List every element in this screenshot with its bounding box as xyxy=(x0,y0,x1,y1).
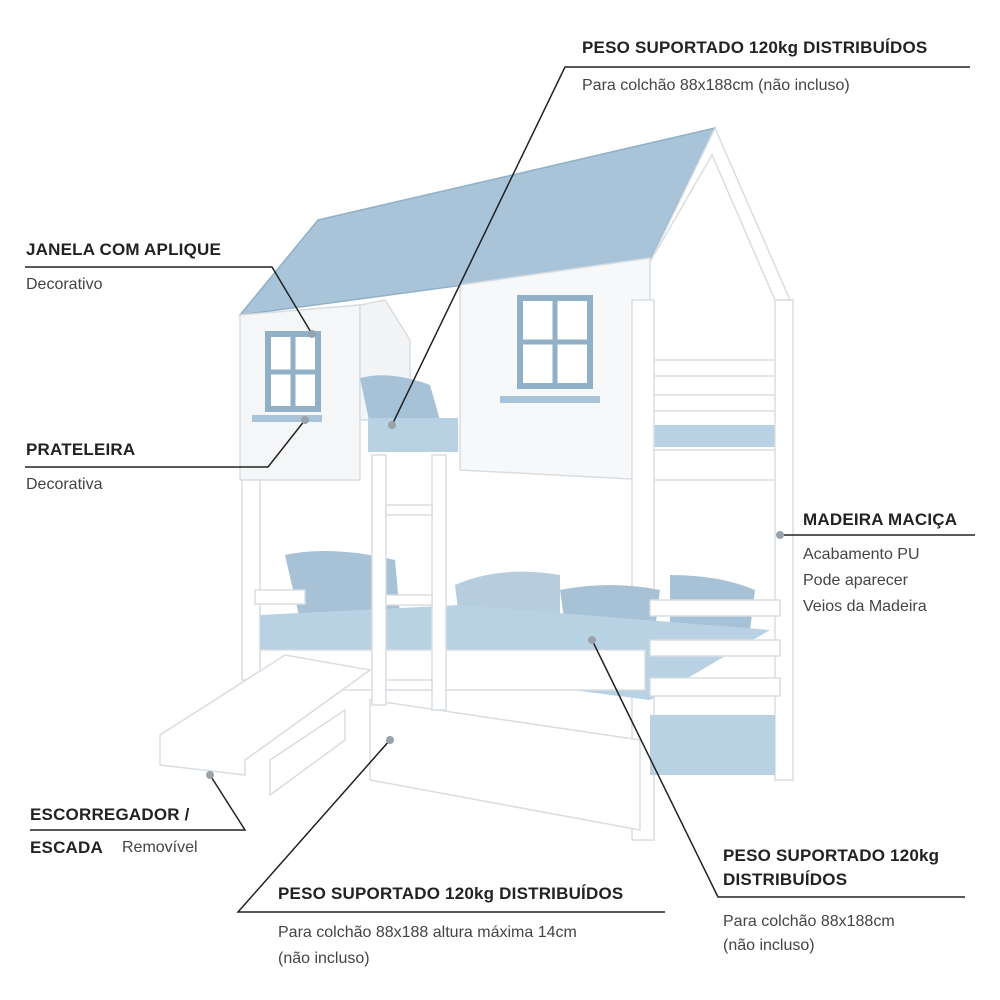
upper-rail-1 xyxy=(649,359,786,377)
trundle-weight-title: PESO SUPORTADO 120kg DISTRIBUÍDOS xyxy=(278,884,624,903)
lower-rail-3 xyxy=(649,677,781,697)
slide xyxy=(159,654,372,776)
escorregador-title: ESCORREGADOR / xyxy=(30,805,190,824)
post-back-right xyxy=(774,299,794,781)
upper-mattress-right xyxy=(650,425,780,447)
roof-gable-frame xyxy=(649,126,792,301)
post-front-right xyxy=(631,299,655,841)
lower-rail-1 xyxy=(649,599,781,617)
madeira-sub2: Pode aparecer xyxy=(803,572,908,589)
upper-pillow xyxy=(360,375,440,425)
prateleira-sub: Decorativa xyxy=(26,476,103,493)
escada-sub: Removível xyxy=(122,839,198,856)
leader-dots xyxy=(206,330,784,779)
lower-bed-weight-title2: DISTRIBUÍDOS xyxy=(723,870,848,889)
upper-base xyxy=(639,449,786,481)
escada-title: ESCADA xyxy=(30,838,103,857)
janela-title: JANELA COM APLIQUE xyxy=(26,240,222,259)
top-weight-title: PESO SUPORTADO 120kg DISTRIBUÍDOS xyxy=(582,38,928,57)
ladder-right-rail xyxy=(431,454,447,711)
bed-frame xyxy=(159,126,794,841)
upper-rail-2 xyxy=(649,394,786,412)
lower-bed-weight-title1: PESO SUPORTADO 120kg xyxy=(723,846,940,865)
lower-rail-2 xyxy=(649,639,781,657)
madeira-sub3: Veios da Madeira xyxy=(803,598,927,615)
lower-bed-weight-sub1: Para colchão 88x188cm xyxy=(723,913,895,930)
trundle-front xyxy=(369,699,641,831)
front-shelf xyxy=(500,396,600,403)
ladder-left-rail xyxy=(371,454,387,706)
trundle-mattress xyxy=(650,715,775,775)
left-shelf xyxy=(252,415,322,422)
janela-sub: Decorativo xyxy=(26,276,103,293)
lower-bed-weight-sub2: (não incluso) xyxy=(723,937,815,954)
post-back-left xyxy=(241,479,261,681)
leader-lines xyxy=(25,66,975,913)
slide-step xyxy=(269,708,346,797)
trundle-weight-sub2: (não incluso) xyxy=(278,950,370,967)
madeira-title: MADEIRA MACIÇA xyxy=(803,510,958,529)
upper-mattress xyxy=(368,418,458,452)
lower-left-rail xyxy=(254,589,306,605)
madeira-sub1: Acabamento PU xyxy=(803,546,920,563)
trundle-weight-sub1: Para colchão 88x188 altura máxima 14cm xyxy=(278,924,577,941)
prateleira-title: PRATELEIRA xyxy=(26,440,136,459)
top-weight-sub: Para colchão 88x188cm (não incluso) xyxy=(582,77,850,94)
